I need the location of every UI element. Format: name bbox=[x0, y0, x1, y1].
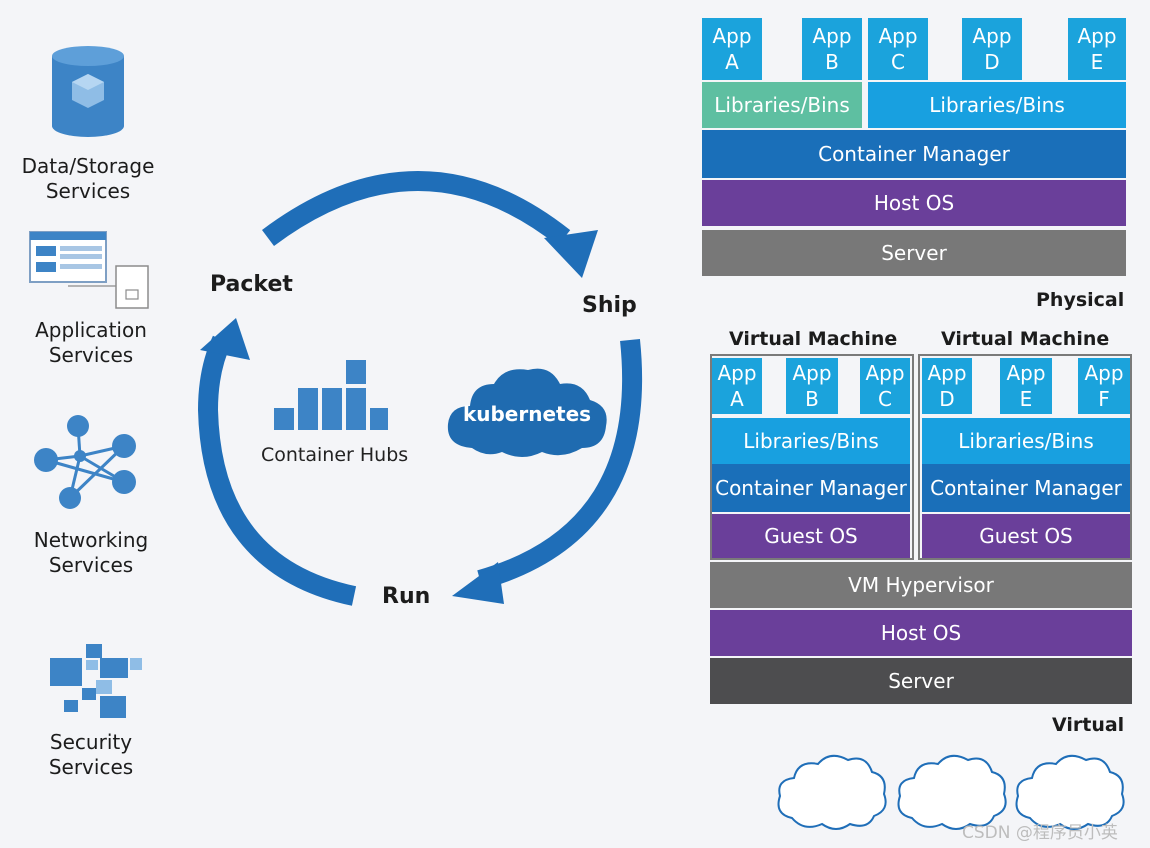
cloud-icon bbox=[897, 754, 1007, 830]
vm2-guest-os: Guest OS bbox=[922, 514, 1130, 558]
virtual-title: Virtual bbox=[1052, 714, 1125, 736]
ship-to-run-arc bbox=[477, 338, 643, 590]
app-label: App bbox=[712, 24, 752, 48]
packet-label: Packet bbox=[210, 272, 293, 297]
cloud-icon bbox=[1015, 754, 1125, 830]
physical-server: Server bbox=[702, 230, 1126, 276]
physical-container-manager: Container Manager bbox=[702, 130, 1126, 178]
ship-label: Ship bbox=[582, 293, 637, 318]
app-label: App bbox=[1084, 361, 1124, 385]
security-blocks-icon bbox=[50, 644, 142, 718]
app-letter: F bbox=[1098, 387, 1110, 411]
vm-title-2: Virtual Machine bbox=[941, 328, 1110, 350]
app-letter: B bbox=[825, 50, 839, 74]
vm1-libraries: Libraries/Bins bbox=[712, 418, 910, 464]
app-label: App bbox=[865, 361, 905, 385]
vm1-guest-os: Guest OS bbox=[712, 514, 910, 558]
physical-libraries-right: Libraries/Bins bbox=[868, 82, 1126, 128]
app-label: App bbox=[1077, 24, 1117, 48]
run-to-packet-arc bbox=[197, 335, 357, 606]
physical-host-os: Host OS bbox=[702, 180, 1126, 226]
container-hubs-icon bbox=[274, 360, 388, 430]
vm-frame-1 bbox=[710, 354, 914, 560]
vm1-container-manager: Container Manager bbox=[712, 464, 910, 512]
watermark: CSDN @程序员小英 bbox=[962, 823, 1118, 843]
app-letter: A bbox=[725, 50, 739, 74]
vm2-container-manager: Container Manager bbox=[922, 464, 1130, 512]
app-letter: D bbox=[939, 387, 955, 411]
app-letter: E bbox=[1090, 50, 1104, 74]
container-hubs-label: Container Hubs bbox=[261, 444, 409, 466]
app-label: App bbox=[717, 361, 757, 385]
run-label: Run bbox=[382, 584, 431, 609]
vm2-libraries: Libraries/Bins bbox=[922, 418, 1130, 464]
cloud-row bbox=[777, 754, 1125, 830]
app-label: App bbox=[878, 24, 918, 48]
app-label: App bbox=[792, 361, 832, 385]
app-label: App bbox=[972, 24, 1012, 48]
vm-frame-2 bbox=[918, 354, 1132, 560]
kubernetes-label: kubernetes bbox=[462, 402, 592, 426]
arrow-head-run bbox=[452, 562, 504, 604]
vm-hypervisor: VM Hypervisor bbox=[710, 562, 1132, 608]
lifecycle-arrows bbox=[197, 171, 643, 606]
cloud-icon bbox=[777, 754, 887, 830]
data-storage-services-label: Data/Storage Services bbox=[21, 154, 155, 203]
arrow-head-packet bbox=[200, 318, 250, 360]
application-services-label: Application Services bbox=[35, 318, 147, 367]
application-window-icon bbox=[29, 231, 149, 309]
database-icon bbox=[52, 46, 124, 137]
virtual-server: Server bbox=[710, 658, 1132, 704]
physical-libraries-left: Libraries/Bins bbox=[702, 82, 862, 128]
app-label: App bbox=[1006, 361, 1046, 385]
app-label: App bbox=[812, 24, 852, 48]
arrow-head-ship bbox=[544, 230, 598, 278]
app-letter: A bbox=[730, 387, 744, 411]
networking-services-label: Networking Services bbox=[33, 528, 149, 577]
vm-title-1: Virtual Machine bbox=[729, 328, 898, 350]
security-services-label: Security Services bbox=[48, 730, 134, 779]
app-letter: C bbox=[878, 387, 892, 411]
app-letter: E bbox=[1019, 387, 1033, 411]
app-letter: B bbox=[805, 387, 819, 411]
network-nodes-icon bbox=[34, 415, 136, 509]
physical-title: Physical bbox=[1036, 289, 1125, 311]
app-letter: C bbox=[891, 50, 905, 74]
app-label: App bbox=[927, 361, 967, 385]
kubernetes-cloud-icon bbox=[447, 368, 607, 457]
virtual-host-os: Host OS bbox=[710, 610, 1132, 656]
app-letter: D bbox=[984, 50, 1000, 74]
packet-to-ship-arc bbox=[262, 171, 571, 247]
